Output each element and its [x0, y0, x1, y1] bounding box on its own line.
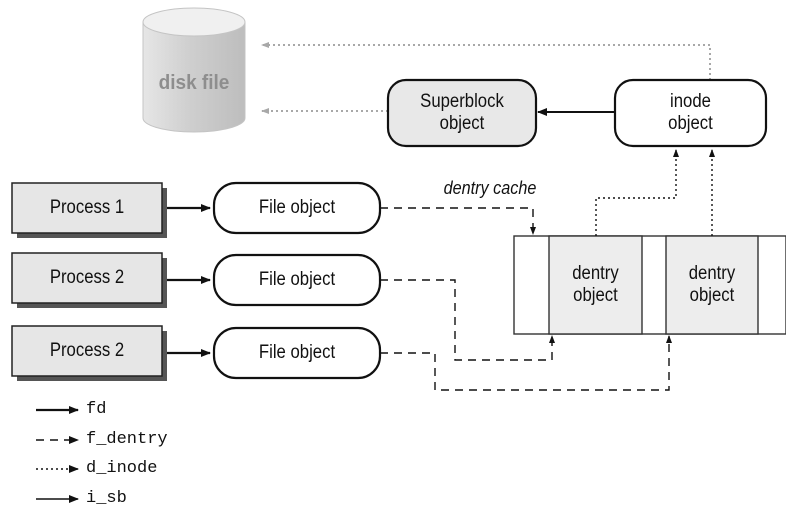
- dentry-2-line2: object: [689, 285, 735, 306]
- f-dentry-link-2: [380, 279, 555, 361]
- dentry-1-line1: dentry: [572, 263, 619, 284]
- inode-label-line1: inode: [670, 91, 711, 112]
- superblock-object-box: [386, 78, 538, 148]
- superblock-label: Superblock object: [397, 80, 527, 146]
- legend-i-sb-label: i_sb: [86, 489, 127, 508]
- process-label-2: Process 2: [49, 267, 125, 288]
- dentry-cache-label: dentry cache: [443, 178, 537, 198]
- inode-label-line2: object: [668, 113, 713, 134]
- process-label-1: Process 1: [49, 197, 125, 218]
- d-inode-link-1: [595, 149, 679, 236]
- f-dentry-link-1: [380, 207, 536, 235]
- superblock-label-line1: Superblock: [420, 91, 504, 112]
- dentry-2-line1: dentry: [688, 263, 736, 284]
- process-box-1: [11, 182, 167, 238]
- legend-f-dentry-label: f_dentry: [86, 430, 168, 449]
- process-box-2: [11, 252, 167, 308]
- inode-to-disk-link: [261, 42, 711, 80]
- process-box-3: [11, 325, 167, 381]
- legend-d-inode-label: d_inode: [86, 459, 158, 478]
- disk-file-label: disk file: [158, 72, 230, 94]
- f-dentry-link-3: [380, 335, 672, 391]
- file-object-label-2: File object: [258, 269, 336, 290]
- superblock-label-line2: object: [439, 113, 485, 134]
- inode-label: inode object: [624, 80, 757, 146]
- dentry-object-label-1: dentry object: [555, 236, 637, 334]
- legend-fd-label: fd: [86, 400, 107, 419]
- file-object-label-1: File object: [258, 197, 336, 218]
- process-label-3: Process 2: [49, 340, 125, 361]
- disk-file-cylinder: [142, 7, 246, 133]
- file-object-label-3: File object: [258, 342, 336, 363]
- dentry-object-label-2: dentry object: [672, 236, 753, 334]
- dentry-1-line2: object: [573, 285, 618, 306]
